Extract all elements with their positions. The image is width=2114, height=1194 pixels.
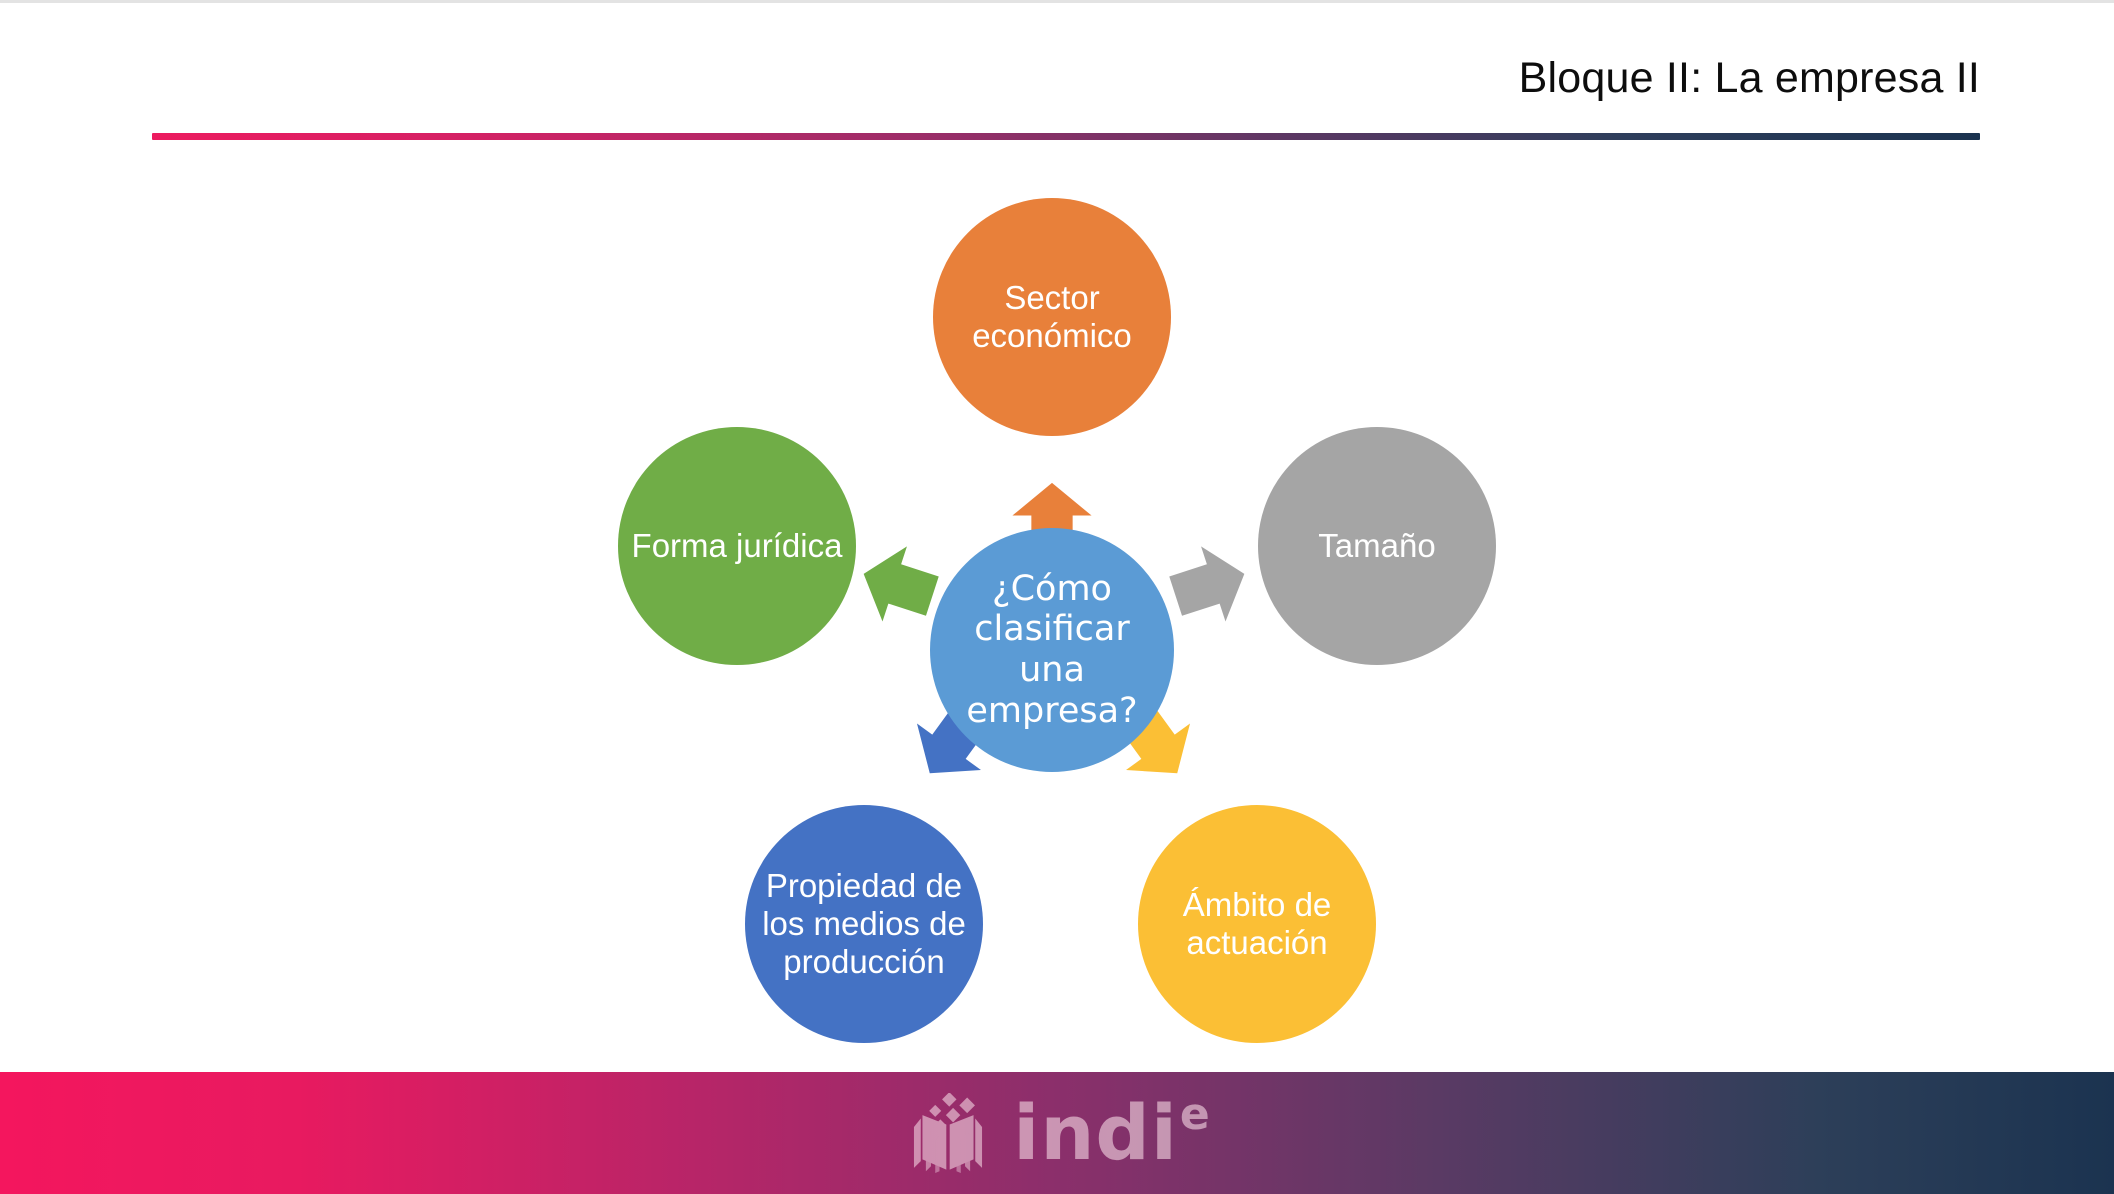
- diagram-node-label: Propiedad de los medios de producción: [762, 866, 966, 981]
- diagram-center-label: ¿Cómo clasificar una empresa?: [966, 568, 1138, 731]
- page-title: Bloque II: La empresa II: [1518, 54, 1980, 102]
- top-hairline: [0, 0, 2114, 3]
- radial-cycle-diagram: Sector económico Tamaño Ámbito de actuac…: [0, 150, 2114, 1070]
- brand-logo: indie: [905, 1092, 1210, 1173]
- diagram-center-node[interactable]: ¿Cómo clasificar una empresa?: [930, 528, 1174, 772]
- diagram-node-label: Forma jurídica: [631, 526, 843, 564]
- header-divider-rule: [152, 133, 1980, 140]
- arrow-upper-left-icon: [844, 531, 952, 639]
- footer-bar: indie: [0, 1072, 2114, 1194]
- brand-wordmark: indie: [1013, 1092, 1209, 1171]
- diagram-node-label: Ámbito de actuación: [1182, 885, 1332, 961]
- diagram-node-sector-economico[interactable]: Sector económico: [933, 198, 1171, 436]
- diagram-node-ambito-de-actuacion[interactable]: Ámbito de actuación: [1138, 805, 1376, 1043]
- arrow-upper-right-icon: [1156, 531, 1264, 639]
- diagram-node-label: Sector económico: [972, 278, 1132, 354]
- brand-superscript-e: e: [1179, 1088, 1211, 1140]
- diagram-node-label: Tamaño: [1318, 526, 1436, 564]
- brand-name-text: indi: [1013, 1088, 1178, 1177]
- open-book-sparkles-icon: [905, 1093, 991, 1173]
- diagram-node-forma-juridica[interactable]: Forma jurídica: [618, 427, 856, 665]
- diagram-node-propiedad-medios-produccion[interactable]: Propiedad de los medios de producción: [745, 805, 983, 1043]
- diagram-node-tamano[interactable]: Tamaño: [1258, 427, 1496, 665]
